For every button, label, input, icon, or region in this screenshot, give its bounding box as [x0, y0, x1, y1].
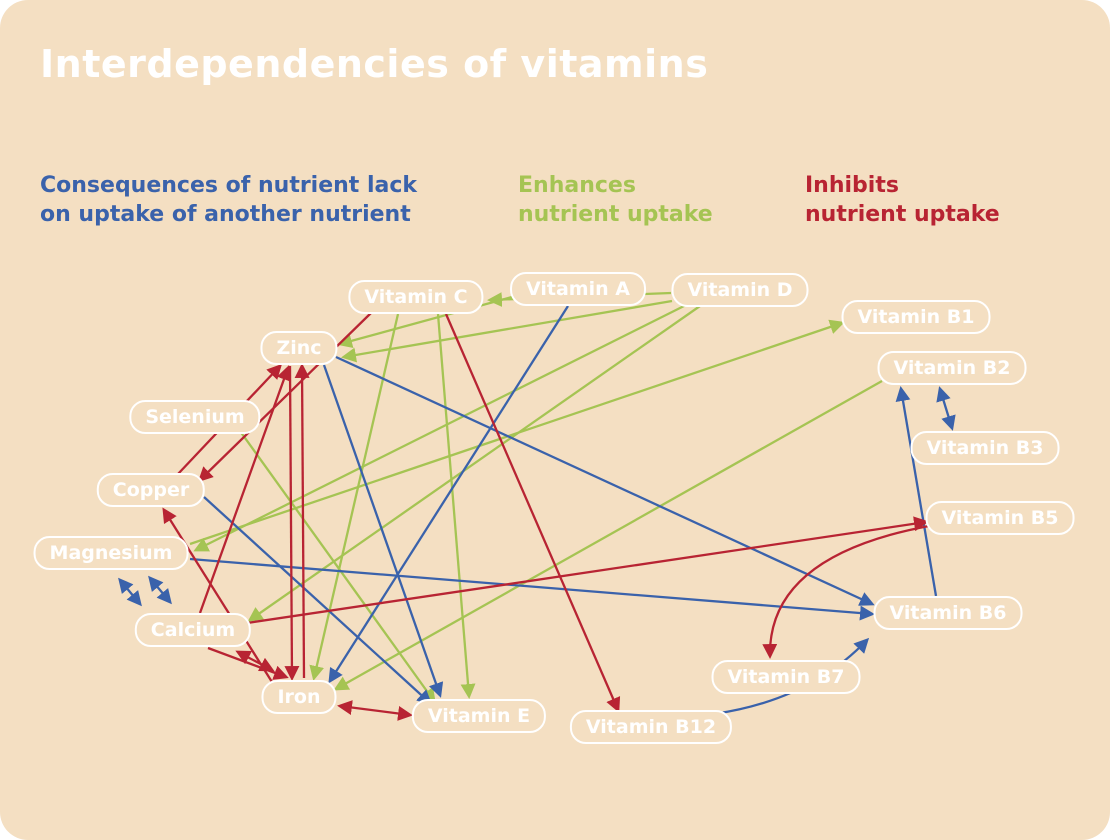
edge-zinc-vitamin-b6	[335, 355, 875, 606]
node-calcium: Calcium	[134, 613, 252, 647]
legend-enhances: Enhances nutrient uptake	[518, 173, 713, 227]
node-selenium: Selenium	[129, 400, 261, 434]
edge-vitamin-c-iron	[309, 313, 400, 681]
edge-vitamin-b2-iron	[333, 379, 883, 691]
edge-iron-vitamin-e	[337, 700, 413, 721]
edge-vitamin-c-vitamin-e	[436, 313, 476, 699]
edge-selenium-vitamin-e	[239, 430, 436, 704]
edge-zinc-vitamin-e	[322, 364, 444, 698]
node-vitamin-b3: Vitamin B3	[910, 431, 1060, 465]
edge-vitamin-a-iron	[328, 305, 569, 684]
node-vitamin-d: Vitamin D	[671, 273, 809, 307]
node-vitamin-a: Vitamin A	[510, 272, 646, 306]
node-magnesium: Magnesium	[33, 536, 189, 570]
edge-vitamin-b2-vitamin-b3	[936, 386, 956, 431]
node-copper: Copper	[96, 473, 206, 507]
node-zinc: Zinc	[260, 331, 338, 365]
edge-zinc-iron	[284, 365, 300, 681]
edge-calcium-vitamin-b5	[246, 516, 929, 625]
edge-vitamin-d-calcium	[247, 305, 701, 622]
edge-magnesium-calcium	[148, 575, 172, 605]
edge-vitamin-d-zinc	[341, 299, 673, 363]
node-vitamin-b7: Vitamin B7	[711, 660, 861, 694]
legend-inhibits: Inhibits nutrient uptake	[805, 173, 1000, 227]
node-vitamin-b5: Vitamin B5	[925, 501, 1075, 535]
edge-magnesium-calcium	[118, 577, 142, 607]
edge-vitamin-c-copper	[197, 311, 373, 483]
edge-copper-vitamin-e	[203, 496, 433, 706]
page-title: Interdependencies of vitamins	[40, 42, 709, 86]
legend-lack: Consequences of nutrient lack on uptake …	[40, 173, 418, 227]
edge-vitamin-b5-vitamin-b7	[762, 524, 930, 659]
edge-magnesium-vitamin-b1	[189, 319, 845, 546]
edge-vitamin-c-vitamin-b12	[444, 313, 621, 713]
edge-iron-zinc	[294, 363, 310, 679]
edge-calcium-iron	[235, 650, 275, 672]
node-vitamin-e: Vitamin E	[411, 699, 547, 733]
edge-vitamin-d-magnesium	[193, 300, 693, 552]
node-vitamin-b1: Vitamin B1	[841, 300, 991, 334]
edge-vitamin-a-zinc	[337, 295, 513, 349]
node-vitamin-b12: Vitamin B12	[569, 710, 733, 744]
edge-vitamin-b6-vitamin-b2	[895, 386, 938, 597]
node-iron: Iron	[261, 680, 337, 714]
node-vitamin-b6: Vitamin B6	[873, 596, 1023, 630]
node-vitamin-c: Vitamin C	[348, 280, 484, 314]
node-vitamin-b2: Vitamin B2	[877, 351, 1027, 385]
